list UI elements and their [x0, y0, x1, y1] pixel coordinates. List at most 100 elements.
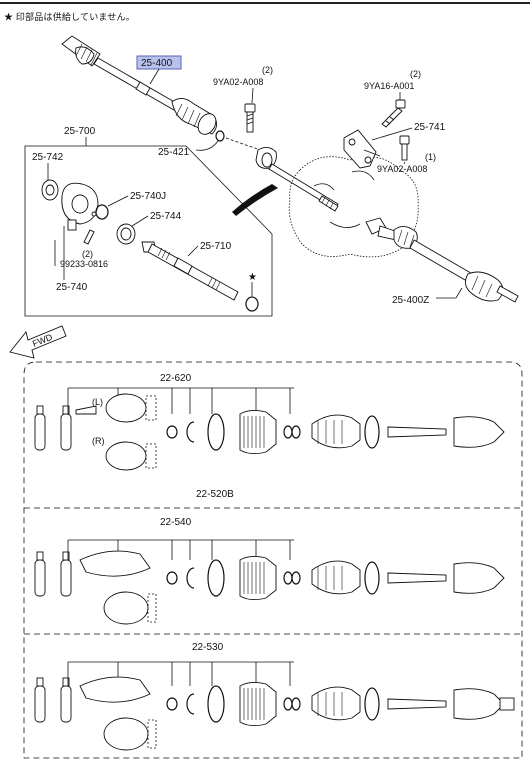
grease-tube	[60, 559, 72, 597]
intermediate-shaft[interactable]	[255, 147, 339, 212]
clamp	[283, 425, 293, 439]
inset-25-700: 25-700	[24, 126, 273, 317]
bolt-99233-0816[interactable]	[83, 229, 95, 245]
spline-end	[499, 697, 515, 711]
oil-seal-25-742[interactable]	[41, 179, 59, 201]
boot-band-inner	[364, 561, 380, 595]
clamp	[291, 425, 301, 439]
pointer-wedge	[232, 184, 278, 216]
section-label-22-620: 22-620	[160, 373, 192, 384]
callout-9ya02-a008-lower: 9YA02-A008	[377, 164, 427, 174]
boot-band	[207, 413, 225, 451]
shaft	[387, 698, 447, 710]
clamp	[291, 571, 301, 585]
grease-tube	[34, 559, 46, 597]
kit-section-22-530	[34, 661, 515, 751]
spline-stub	[75, 405, 97, 415]
inner-cv	[453, 416, 505, 448]
shaft	[387, 572, 447, 584]
clamp	[283, 697, 293, 711]
bolt-9ya02-a008-upper[interactable]	[244, 103, 256, 133]
inner-cv	[453, 562, 505, 594]
callout-9ya02-a008-upper: 9YA02-A008	[213, 77, 263, 87]
grease-tube-cap	[62, 677, 70, 687]
drive-shaft-right-assembly[interactable]	[365, 217, 519, 303]
grease-tube-cap	[36, 405, 44, 415]
inner-joint	[103, 591, 149, 625]
boot-band	[207, 559, 225, 597]
clamp	[283, 571, 293, 585]
outer-joint-right	[105, 441, 147, 471]
kit-frame	[23, 361, 523, 759]
grease-tube	[34, 685, 46, 723]
inner-joint	[103, 717, 149, 751]
callout-25-740: 25-740	[56, 282, 88, 293]
callout-25-744: 25-744	[150, 211, 182, 222]
section-label-22-530: 22-530	[192, 642, 224, 653]
clip	[166, 697, 178, 711]
joint-housing	[79, 550, 151, 577]
boot	[239, 555, 277, 601]
kit-section-22-540	[34, 539, 505, 625]
star-mark: ★	[248, 272, 257, 283]
bolt-9ya16-a001[interactable]	[381, 99, 406, 128]
seal-25-744[interactable]	[116, 223, 136, 245]
callout-99233-0816: 99233-0816	[60, 259, 108, 269]
callout-qty: (1)	[425, 152, 436, 162]
inner-cv	[453, 688, 505, 720]
clip	[166, 425, 178, 439]
joint-housing	[79, 676, 151, 703]
bearing-housing-25-740[interactable]	[61, 182, 99, 231]
boot-inner	[311, 414, 361, 449]
bolt-9ya02-a008-lower[interactable]	[399, 135, 410, 161]
transaxle-outline	[288, 156, 419, 258]
snap-ring	[186, 693, 195, 715]
grease-tube	[60, 685, 72, 723]
snap-ring	[186, 567, 195, 589]
callout-25-421: 25-421	[158, 147, 190, 158]
grease-tube	[60, 413, 72, 451]
callout-25-400z: 25-400Z	[392, 295, 429, 306]
tag-right: (R)	[92, 436, 105, 446]
callout-25-400[interactable]: 25-400	[136, 55, 182, 85]
callout-25-740j: 25-740J	[130, 191, 166, 202]
section-label-22-540: 22-540	[160, 517, 192, 528]
callout-label: 25-400	[141, 58, 173, 69]
clamp	[291, 697, 301, 711]
ring-not-supplied[interactable]	[245, 296, 259, 312]
shaft-25-710[interactable]	[141, 241, 239, 301]
section-sublabel-22-520b: 22-520B	[196, 489, 234, 500]
clip-25-421[interactable]: 25-421	[158, 130, 225, 158]
drive-shaft-left-assembly[interactable]	[61, 35, 219, 138]
grease-tube-cap	[36, 551, 44, 561]
callout-9ya16-a001: 9YA16-A001	[364, 81, 414, 91]
shaft	[387, 426, 447, 438]
fwd-arrow: FWD	[9, 325, 67, 359]
callout-25-742: 25-742	[32, 152, 64, 163]
grease-tube	[34, 413, 46, 451]
callout-qty: (2)	[82, 249, 93, 259]
callout-25-741: 25-741	[414, 122, 446, 133]
snap-ring-25-740j[interactable]	[95, 204, 109, 220]
supply-note: ★ 印部品は供給していません。	[4, 12, 135, 22]
top-rule	[0, 2, 530, 4]
callout-25-710: 25-710	[200, 241, 232, 252]
grease-tube-cap	[36, 677, 44, 687]
boot	[239, 681, 277, 727]
bracket-25-741[interactable]	[343, 129, 381, 169]
grease-tube-cap	[62, 551, 70, 561]
fwd-label: FWD	[31, 332, 54, 349]
snap-ring	[186, 421, 195, 443]
tag-left: (L)	[92, 397, 103, 407]
boot-inner	[311, 686, 361, 721]
outer-joint-left	[105, 393, 147, 423]
boot-inner	[311, 560, 361, 595]
boot-band-inner	[364, 687, 380, 721]
boot-band	[207, 685, 225, 723]
clip	[166, 571, 178, 585]
callout-qty: (2)	[410, 69, 421, 79]
grease-tube-cap	[62, 405, 70, 415]
callout-25-700: 25-700	[64, 126, 96, 137]
